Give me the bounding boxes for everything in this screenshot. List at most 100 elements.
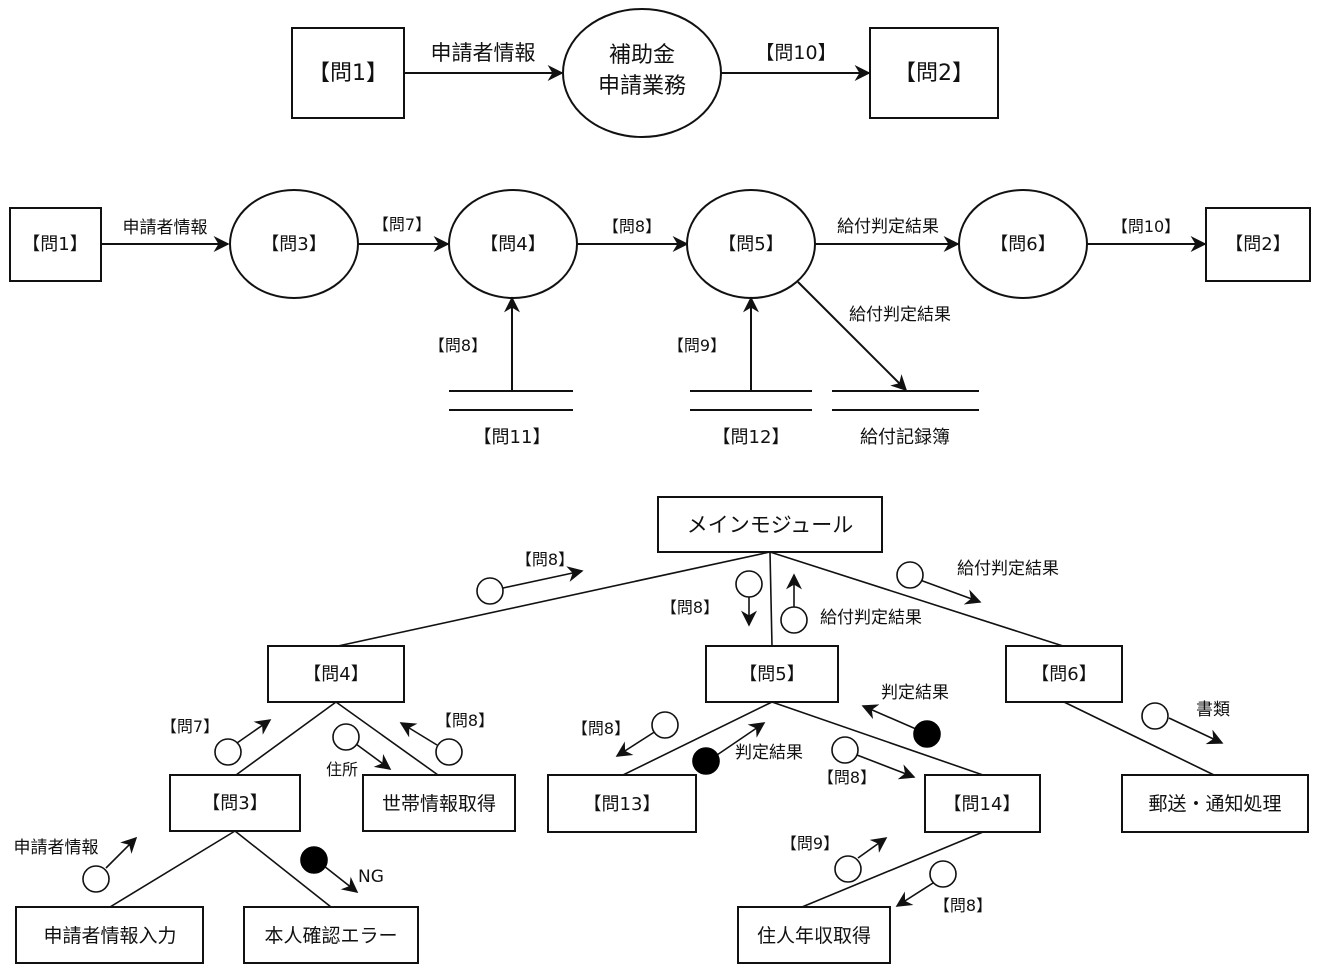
data-couple-circle <box>332 723 360 751</box>
control-flag-circle <box>300 846 328 874</box>
couple-m4-household <box>332 723 392 770</box>
context-process-label-line2: 申請業務 <box>598 74 686 99</box>
module-input-box[interactable] <box>15 906 204 964</box>
data-couple-circle <box>1141 702 1169 730</box>
context-flow-in-label: 申請者情報 <box>431 41 536 65</box>
module-m6-label: 【問6】 <box>1031 664 1096 685</box>
dfd-process-p6-label: 【問6】 <box>990 234 1055 255</box>
couple-arrow <box>355 743 392 770</box>
dfd-flow-store12-p5-label: 【問9】 <box>668 336 726 355</box>
couple-m5-main <box>780 573 808 634</box>
couple-arrow <box>857 837 888 859</box>
couple-m3-m4 <box>214 719 272 766</box>
couple-arrow <box>105 836 138 869</box>
dfd-process-p3-label: 【問3】 <box>261 234 326 255</box>
module-id-error-label: 本人確認エラー <box>264 925 397 947</box>
module-mail-label: 郵送・通知処理 <box>1148 793 1281 815</box>
dfd-process-p5-label: 【問5】 <box>718 234 783 255</box>
couple-m6-mail <box>1141 702 1224 745</box>
dfd-flow-p5-record <box>797 281 908 392</box>
link-main-m6 <box>769 551 1064 647</box>
context-process-circle[interactable] <box>562 8 722 138</box>
data-couple-circle <box>214 738 242 766</box>
couple-m13-m5 <box>692 722 766 775</box>
couple-arrow <box>856 754 916 780</box>
couple-label-household-m4: 【問8】 <box>436 711 494 730</box>
couple-arrow <box>861 704 917 730</box>
link-m3-input <box>109 830 236 908</box>
couple-label-income-m14: 【問9】 <box>781 834 839 853</box>
link-m4-m3 <box>235 701 337 776</box>
data-couple-circle <box>780 606 808 634</box>
couple-main-m6 <box>896 561 982 605</box>
couple-label-main-m4: 【問8】 <box>516 550 574 569</box>
couple-label-m5-m14: 【問8】 <box>818 768 876 787</box>
link-m14-income <box>801 831 984 908</box>
dfd-source-box[interactable] <box>9 207 102 282</box>
link-m3-error <box>234 830 332 908</box>
couple-label-m5-m13: 【問8】 <box>572 719 630 738</box>
data-flow-diagram: 【問1】 申請者情報 【問3】 【問7】 【問4】 【問8】 【問5】 給付判定… <box>9 189 1311 448</box>
data-couple-circle <box>735 570 763 598</box>
dfd-flow-p4-p5-label: 【問8】 <box>603 217 661 236</box>
dfd-source-label: 【問1】 <box>22 234 87 255</box>
module-main-label: メインモジュール <box>687 513 854 537</box>
couple-arrow <box>399 722 438 746</box>
module-household-box[interactable] <box>362 774 516 832</box>
context-flow-out-label: 【問10】 <box>755 42 836 64</box>
module-id-error-box[interactable] <box>243 906 419 964</box>
module-income-box[interactable] <box>737 906 891 964</box>
data-couple-circle <box>651 711 679 739</box>
couple-arrow <box>615 730 657 757</box>
link-m5-m14 <box>771 701 984 776</box>
couple-main-m5 <box>735 570 763 627</box>
couple-arrow <box>1168 717 1224 745</box>
module-m14-label: 【問14】 <box>944 794 1021 815</box>
module-m5-label: 【問5】 <box>739 664 804 685</box>
context-diagram: 【問1】 申請者情報 補助金 申請業務 【問10】 【問2】 <box>291 8 999 138</box>
data-couple-circle <box>831 736 859 764</box>
dfd-flow-p3-p4-label: 【問7】 <box>373 215 431 234</box>
context-external-sink-label: 【問2】 <box>894 61 974 86</box>
dfd-flow-p6-sink-label: 【問10】 <box>1112 217 1180 236</box>
control-flag-circle <box>692 747 720 775</box>
module-m5-box[interactable] <box>705 645 839 703</box>
dfd-flow-store11-p4-label: 【問8】 <box>429 336 487 355</box>
dfd-flow-source-p3-label: 申請者情報 <box>123 218 208 238</box>
couple-m14-income <box>895 860 957 907</box>
couple-label-m13-m5: 判定結果 <box>735 743 803 763</box>
module-m4-label: 【問4】 <box>303 664 368 685</box>
couple-household-m4 <box>399 722 463 766</box>
context-external-source-box[interactable] <box>291 27 405 119</box>
data-couple-circle <box>82 865 110 893</box>
couple-m5-m14 <box>831 736 916 780</box>
module-m13-box[interactable] <box>547 774 697 833</box>
link-main-m5 <box>769 551 773 647</box>
couple-m3-error <box>300 846 359 893</box>
couple-arrow <box>323 865 359 893</box>
module-m3-box[interactable] <box>169 774 301 832</box>
module-m14-box[interactable] <box>924 774 1041 833</box>
link-m4-household <box>335 701 439 776</box>
couple-label-main-m6: 給付判定結果 <box>957 559 1059 579</box>
module-main-box[interactable] <box>657 496 883 553</box>
module-m4-box[interactable] <box>267 645 405 703</box>
module-input-label: 申請者情報入力 <box>43 925 176 947</box>
dfd-sink-box[interactable] <box>1205 207 1311 282</box>
module-m6-box[interactable] <box>1005 645 1123 703</box>
couple-label-m5-main: 給付判定結果 <box>820 608 922 628</box>
couple-label-input-m3: 申請者情報 <box>14 838 99 858</box>
link-m6-mail <box>1063 701 1215 776</box>
couple-label-m14-m5: 判定結果 <box>881 683 949 703</box>
couple-label-m3-error: NG <box>358 867 384 887</box>
module-mail-box[interactable] <box>1121 774 1309 833</box>
data-couple-circle <box>476 577 504 605</box>
context-external-sink-box[interactable] <box>869 27 999 119</box>
dfd-flow-p5-p6-label: 給付判定結果 <box>837 217 939 237</box>
link-main-m4 <box>337 551 771 647</box>
couple-main-m4 <box>476 566 584 605</box>
couple-arrow <box>895 882 934 907</box>
couple-m5-m13 <box>615 711 679 757</box>
couple-input-m3 <box>82 836 138 893</box>
